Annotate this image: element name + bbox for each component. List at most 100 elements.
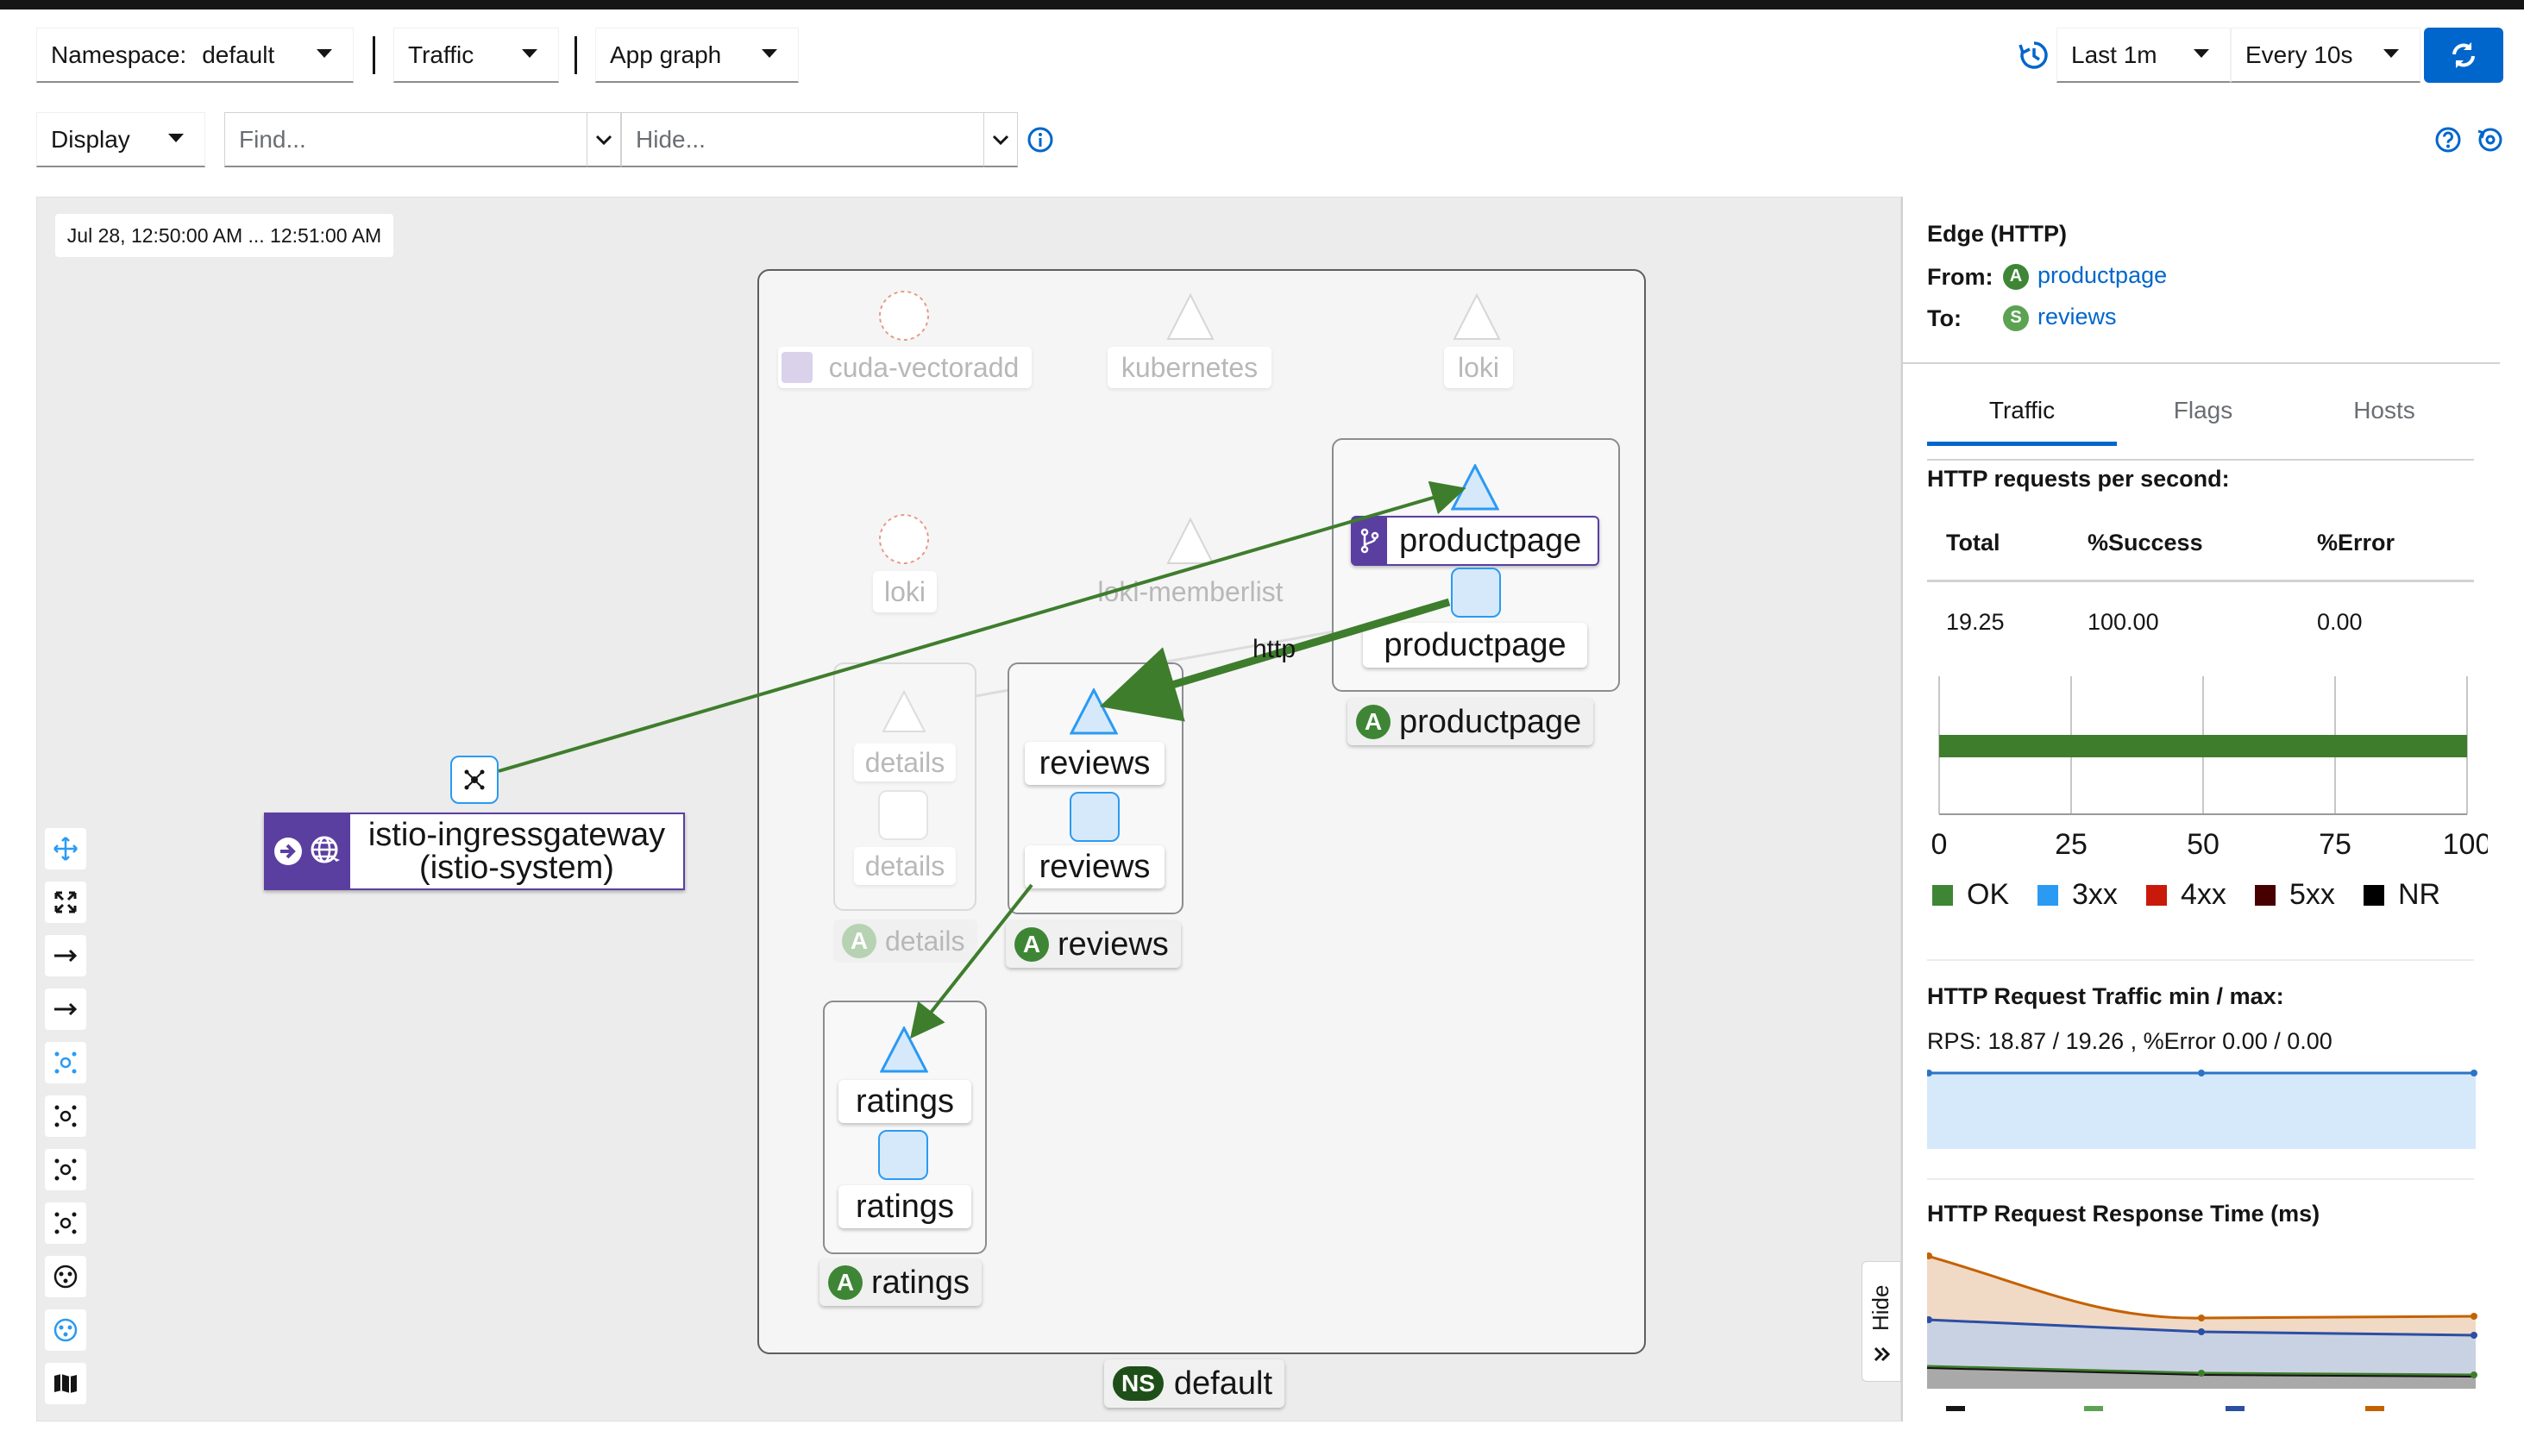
traffic-point[interactable] bbox=[1927, 1070, 1932, 1076]
loki-top-node[interactable] bbox=[1453, 292, 1501, 340]
service-badge: S bbox=[2003, 304, 2029, 331]
namespace-caret-icon bbox=[317, 49, 332, 58]
table-header-error: %Error bbox=[2317, 530, 2395, 555]
find-input[interactable]: Find... bbox=[224, 112, 588, 167]
app-badge: A bbox=[1356, 705, 1391, 739]
duration-dropdown[interactable]: Last 1m bbox=[2056, 28, 2231, 83]
cuda-vectoradd-text: cuda-vectoradd bbox=[828, 351, 1020, 383]
response-point[interactable] bbox=[2471, 1313, 2477, 1320]
legend-ok-swatch bbox=[1932, 884, 1953, 906]
traffic-point[interactable] bbox=[2198, 1070, 2205, 1076]
find-placeholder: Find... bbox=[239, 125, 306, 153]
legend-5xx-swatch bbox=[2255, 884, 2276, 906]
response-point[interactable] bbox=[2198, 1328, 2205, 1335]
gateway-icon bbox=[464, 769, 485, 790]
kubernetes-node[interactable] bbox=[1166, 292, 1215, 340]
loki-top-label: loki bbox=[1444, 347, 1513, 388]
pan-tool[interactable] bbox=[45, 828, 86, 869]
refresh-button[interactable] bbox=[2424, 28, 2503, 83]
cuda-vectoradd-label: cuda-vectoradd bbox=[778, 347, 1032, 388]
layout-default-tool[interactable] bbox=[45, 1042, 86, 1083]
hide-panel-button[interactable]: Hide bbox=[1862, 1261, 1901, 1382]
response-point[interactable] bbox=[2471, 1371, 2477, 1378]
loki-left-node[interactable] bbox=[879, 514, 929, 564]
tab-traffic[interactable]: Traffic bbox=[1927, 380, 2117, 446]
loki-memberlist-node[interactable] bbox=[1166, 517, 1215, 564]
to-link[interactable]: reviews bbox=[2037, 304, 2117, 329]
graph-type-label: App graph bbox=[610, 41, 722, 68]
reviews-service-node[interactable] bbox=[1070, 688, 1118, 737]
tab-flags[interactable]: Flags bbox=[2173, 397, 2233, 424]
reviews-workload-node[interactable] bbox=[1070, 792, 1120, 842]
info-icon[interactable] bbox=[1027, 126, 1054, 154]
response-point[interactable] bbox=[2198, 1370, 2205, 1377]
ingress-workload-node[interactable] bbox=[450, 756, 499, 804]
display-dropdown[interactable]: Display bbox=[36, 112, 205, 167]
layout-3-tool[interactable] bbox=[45, 1202, 86, 1244]
productpage-service-label[interactable]: productpage bbox=[1351, 516, 1599, 566]
layout-vertical-tool[interactable] bbox=[45, 988, 86, 1030]
cuda-vectoradd-node[interactable] bbox=[879, 291, 929, 341]
ratings-app-name: ratings bbox=[871, 1264, 970, 1301]
minimap-tool[interactable] bbox=[45, 1363, 86, 1404]
productpage-app-label[interactable]: A productpage bbox=[1347, 699, 1594, 745]
app-badge: A bbox=[828, 1265, 863, 1300]
layout-horizontal-tool[interactable] bbox=[45, 935, 86, 976]
response-time-chart bbox=[1927, 1252, 2477, 1411]
ratings-app-label[interactable]: A ratings bbox=[819, 1259, 983, 1306]
loki-memberlist-label: loki-memberlist bbox=[1097, 575, 1284, 607]
details-app-label[interactable]: A details bbox=[833, 919, 977, 963]
fit-to-screen-tool[interactable] bbox=[45, 882, 86, 923]
hide-options-button[interactable] bbox=[983, 112, 1018, 167]
reviews-app-label[interactable]: A reviews bbox=[1006, 921, 1181, 968]
toolbar-separator bbox=[574, 36, 577, 74]
details-service-label: details bbox=[854, 744, 956, 781]
cuda-vectoradd-icon bbox=[782, 352, 813, 383]
namespace-graph-label[interactable]: NS default bbox=[1104, 1359, 1284, 1408]
details-service-node[interactable] bbox=[882, 690, 926, 733]
graph-type-dropdown[interactable]: App graph bbox=[595, 28, 799, 83]
hide-input[interactable]: Hide... bbox=[621, 112, 985, 167]
graph-type-caret-icon bbox=[762, 49, 777, 58]
ingress-icons bbox=[266, 814, 350, 888]
ns-badge: NS bbox=[1113, 1366, 1164, 1401]
legend-4xx: 4xx bbox=[2146, 878, 2226, 912]
help-icon[interactable] bbox=[2434, 126, 2462, 154]
namespace-layout-tool[interactable] bbox=[45, 1256, 86, 1297]
details-workload-node[interactable] bbox=[878, 790, 928, 840]
to-label: To: bbox=[1927, 305, 1962, 331]
traffic-dropdown[interactable]: Traffic bbox=[393, 28, 559, 83]
namespace-dropdown[interactable]: Namespace: default bbox=[36, 28, 354, 83]
ingress-gateway-label[interactable]: istio-ingressgateway (istio-system) bbox=[264, 813, 685, 890]
response-point[interactable] bbox=[1927, 1316, 1932, 1323]
ratings-workload-node[interactable] bbox=[878, 1130, 928, 1180]
ratings-service-node[interactable] bbox=[880, 1026, 928, 1075]
app-badge: A bbox=[1014, 927, 1049, 962]
history-icon[interactable] bbox=[2017, 38, 2051, 72]
map-icon bbox=[54, 1374, 77, 1393]
productpage-workload-node[interactable] bbox=[1451, 568, 1501, 618]
response-point[interactable] bbox=[1927, 1252, 1932, 1259]
traffic-point[interactable] bbox=[2471, 1070, 2477, 1076]
table-value-total: 19.25 bbox=[1946, 609, 2005, 635]
find-options-button[interactable] bbox=[587, 112, 621, 167]
tab-hosts[interactable]: Hosts bbox=[2353, 397, 2415, 424]
response-point[interactable] bbox=[2471, 1332, 2477, 1339]
ratings-workload-label: ratings bbox=[838, 1185, 971, 1228]
layout-1-tool[interactable] bbox=[45, 1095, 86, 1137]
bar-ok[interactable] bbox=[1939, 735, 2467, 757]
ingress-text: istio-ingressgateway (istio-system) bbox=[350, 814, 683, 888]
tour-icon[interactable] bbox=[2476, 126, 2505, 154]
refresh-interval-dropdown[interactable]: Every 10s bbox=[2231, 28, 2420, 83]
namespace-layout-2-tool[interactable] bbox=[45, 1309, 86, 1351]
response-point[interactable] bbox=[2198, 1315, 2205, 1321]
productpage-service-node[interactable] bbox=[1451, 464, 1499, 512]
legend-swatch bbox=[2084, 1406, 2103, 1411]
from-link[interactable]: productpage bbox=[2037, 262, 2168, 288]
layout-2-tool[interactable] bbox=[45, 1149, 86, 1190]
traffic-label: Traffic bbox=[408, 41, 474, 68]
legend-swatch bbox=[2226, 1406, 2245, 1411]
